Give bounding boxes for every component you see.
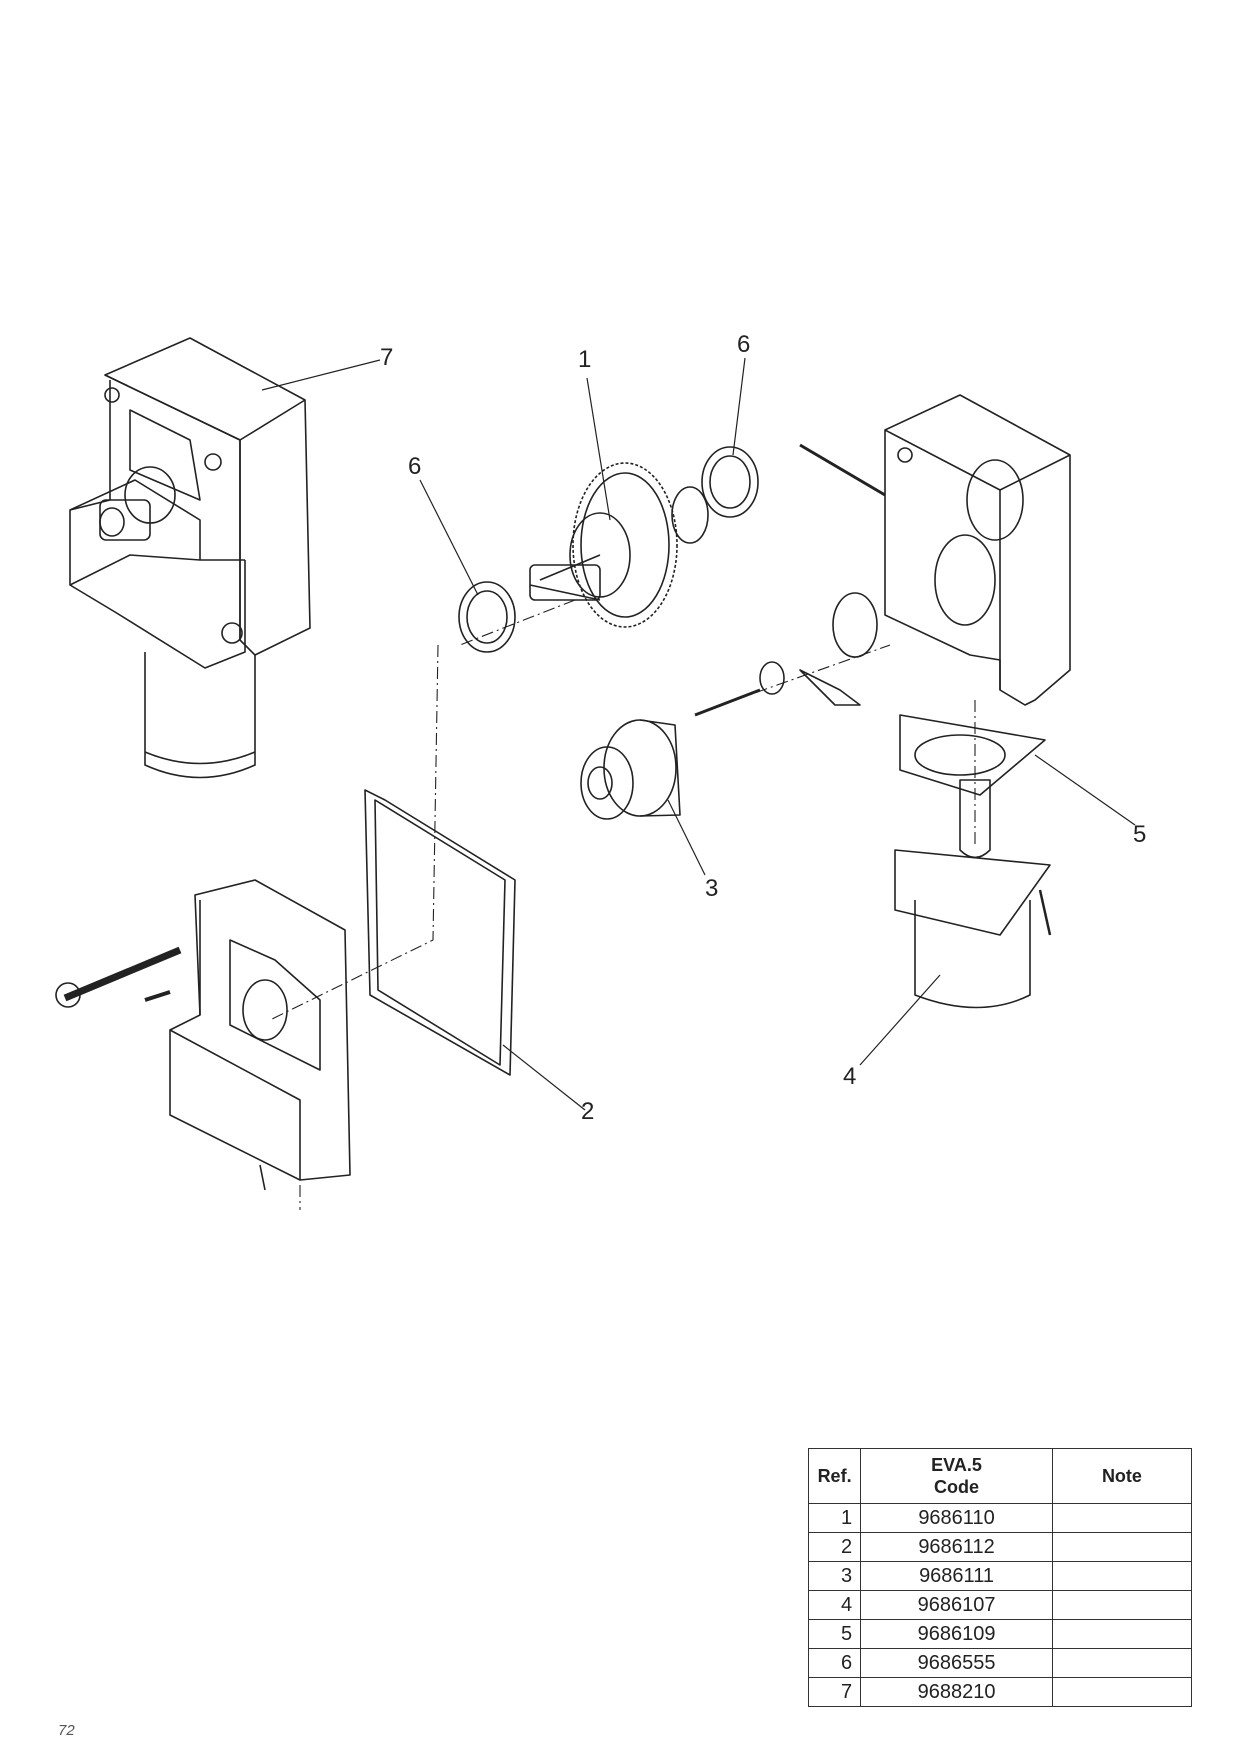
- table-row: 3 9686111: [807, 1561, 1193, 1591]
- parts-table: Ref. EVA.5 Code Note 1 9686110 2 9686112…: [807, 1448, 1193, 1707]
- seal-6-right: [701, 446, 759, 518]
- table-row: 4 9686107: [807, 1590, 1193, 1620]
- table-header-row: Ref. EVA.5 Code Note: [807, 1448, 1193, 1504]
- callout-1: 1: [578, 346, 592, 373]
- table-row: 7 9688210: [807, 1677, 1193, 1707]
- row-note: [1051, 1648, 1193, 1678]
- row-note: [1051, 1677, 1193, 1707]
- row-code: 9688210: [860, 1677, 1053, 1707]
- row-ref: 1: [807, 1503, 862, 1533]
- row-note: [1051, 1561, 1193, 1591]
- row-ref: 2: [807, 1532, 862, 1562]
- assembled-gearbox-7: [69, 337, 311, 779]
- row-ref: 5: [807, 1619, 862, 1649]
- row-note: [1051, 1532, 1193, 1562]
- table-row: 1 9686110: [807, 1503, 1193, 1533]
- page-number: 72: [58, 1722, 75, 1739]
- seal-6-left: [458, 581, 516, 653]
- cover-plate: [55, 879, 351, 1191]
- row-code: 9686555: [860, 1648, 1053, 1678]
- pinion-gear-3: [580, 719, 681, 820]
- row-code: 9686109: [860, 1619, 1053, 1649]
- callout-5: 5: [1133, 821, 1147, 848]
- row-ref: 3: [807, 1561, 862, 1591]
- cover-gasket-2: [364, 789, 516, 1076]
- header-ref: Ref.: [807, 1448, 862, 1504]
- row-code: 9686107: [860, 1590, 1053, 1620]
- gasket-5: [899, 714, 1046, 796]
- callout-2: 2: [581, 1098, 595, 1125]
- row-ref: 7: [807, 1677, 862, 1707]
- table-row: 2 9686112: [807, 1532, 1193, 1562]
- row-code: 9686112: [860, 1532, 1053, 1562]
- gearbox-housing: [694, 394, 1071, 717]
- row-code: 9686111: [860, 1561, 1053, 1591]
- header-code-line2: Code: [934, 1477, 980, 1497]
- row-ref: 4: [807, 1590, 862, 1620]
- callout-6: 6: [408, 453, 422, 480]
- callout-6: 6: [737, 331, 751, 358]
- centerlines: [269, 599, 976, 1210]
- header-note: Note: [1051, 1448, 1193, 1504]
- callout-3: 3: [705, 875, 719, 902]
- row-note: [1051, 1619, 1193, 1649]
- motor-4: [894, 779, 1052, 1009]
- header-code-line1: EVA.5: [931, 1455, 982, 1475]
- row-note: [1051, 1590, 1193, 1620]
- row-code: 9686110: [860, 1503, 1053, 1533]
- callout-7: 7: [380, 344, 394, 371]
- gear-shaft-1: [529, 462, 709, 628]
- table-row: 6 9686555: [807, 1648, 1193, 1678]
- row-note: [1051, 1503, 1193, 1533]
- callout-4: 4: [843, 1063, 857, 1090]
- row-ref: 6: [807, 1648, 862, 1678]
- leader-lines: [261, 357, 1136, 1111]
- header-code: EVA.5 Code: [860, 1448, 1053, 1504]
- table-row: 5 9686109: [807, 1619, 1193, 1649]
